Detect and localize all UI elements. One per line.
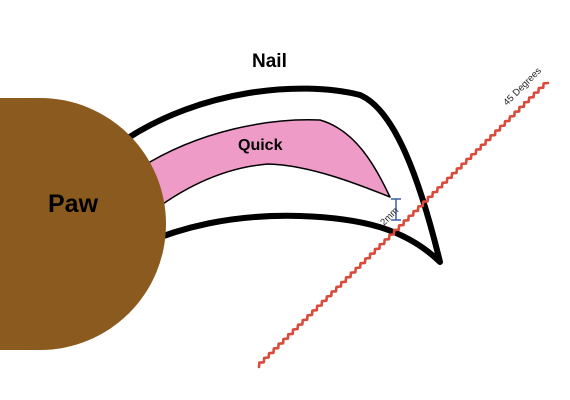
cut-line: [257, 81, 550, 369]
paw-shape: [0, 98, 166, 350]
paw-label: Paw: [48, 190, 99, 218]
nail-label: Nail: [252, 51, 287, 72]
gap-marker: [391, 198, 401, 221]
quick-region: [139, 119, 391, 216]
quick-label: Quick: [238, 137, 283, 154]
nail-outline: [122, 85, 443, 265]
angle-label: 45 Degrees: [501, 65, 544, 108]
